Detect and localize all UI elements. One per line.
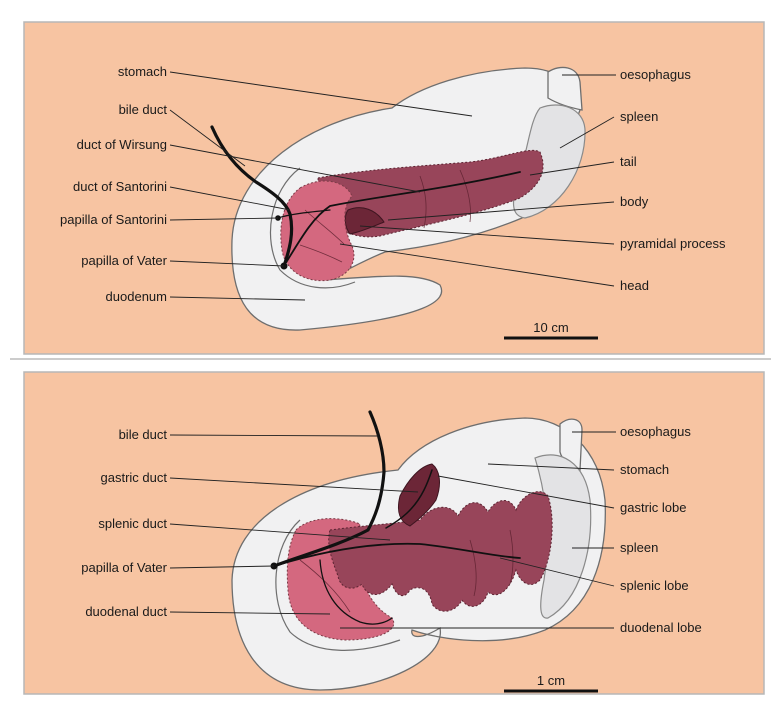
bottom-label-bile-duct: bile duct xyxy=(119,427,168,442)
bottom-label-gastric-duct: gastric duct xyxy=(101,470,168,485)
top-panel: stomach bile duct duct of Wirsung duct o… xyxy=(24,22,764,354)
bottom-label-gastric-lobe: gastric lobe xyxy=(620,500,686,515)
bottom-label-stomach: stomach xyxy=(620,462,669,477)
top-label-papilla-of-vater: papilla of Vater xyxy=(81,253,167,268)
top-label-tail: tail xyxy=(620,154,637,169)
bottom-label-papilla-of-vater: papilla of Vater xyxy=(81,560,167,575)
top-label-bile-duct: bile duct xyxy=(119,102,168,117)
bottom-panel: bile duct gastric duct splenic duct papi… xyxy=(24,372,764,694)
top-scale-label: 10 cm xyxy=(533,320,568,335)
bottom-label-duodenal-duct: duodenal duct xyxy=(85,604,167,619)
bottom-label-duodenal-lobe: duodenal lobe xyxy=(620,620,702,635)
top-label-pyramidal-process: pyramidal process xyxy=(620,236,726,251)
top-label-oesophagus: oesophagus xyxy=(620,67,691,82)
bottom-label-splenic-duct: splenic duct xyxy=(98,516,167,531)
top-label-spleen: spleen xyxy=(620,109,658,124)
bottom-scale-label: 1 cm xyxy=(537,673,565,688)
top-label-body: body xyxy=(620,194,649,209)
bottom-label-spleen: spleen xyxy=(620,540,658,555)
top-label-duct-of-wirsung: duct of Wirsung xyxy=(77,137,167,152)
bottom-label-oesophagus: oesophagus xyxy=(620,424,691,439)
bottom-label-splenic-lobe: splenic lobe xyxy=(620,578,689,593)
top-label-duodenum: duodenum xyxy=(106,289,167,304)
top-label-stomach: stomach xyxy=(118,64,167,79)
top-label-papilla-of-santorini: papilla of Santorini xyxy=(60,212,167,227)
top-label-head: head xyxy=(620,278,649,293)
top-label-duct-of-santorini: duct of Santorini xyxy=(73,179,167,194)
